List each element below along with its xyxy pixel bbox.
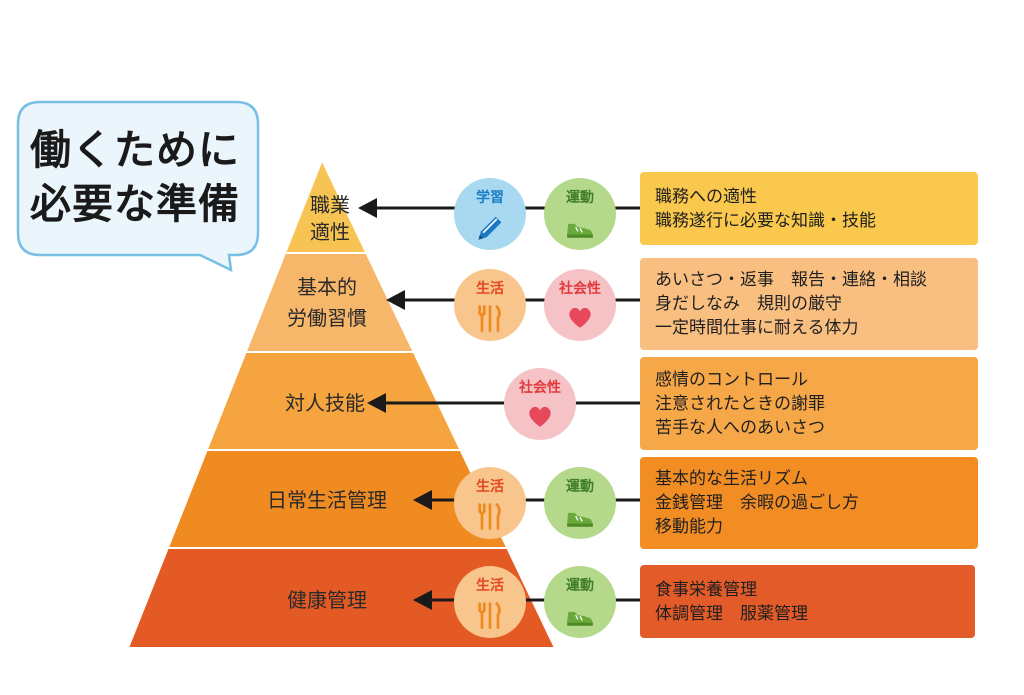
support-label: 生活 (476, 281, 504, 297)
box-line: 一定時間仕事に耐える体力 (655, 318, 859, 338)
support-daily-life: 生活 (454, 269, 526, 341)
description-box-2: あいさつ・返事 報告・連絡・相談 身だしなみ 規則の厳守 一定時間仕事に耐える体… (640, 258, 978, 350)
arrowhead (413, 590, 432, 610)
title-line-2: 必要な準備 (30, 180, 240, 228)
fork-knife-icon (478, 305, 501, 332)
pencil-icon (478, 216, 502, 240)
box-line: 感情のコントロール (655, 369, 808, 390)
arrowhead (413, 490, 432, 510)
box-line: 金銭管理 余暇の過ごし方 (655, 493, 859, 513)
pyramid (126, 157, 557, 649)
support-social: 社会性 (544, 269, 616, 341)
box-line: 体調管理 服薬管理 (655, 603, 808, 624)
support-exercise: 運動 (544, 178, 616, 250)
shoe-icon (567, 611, 593, 626)
description-box-1: 職務への適性 職務遂行に必要な知識・技能 (640, 172, 978, 245)
heart-icon (569, 307, 591, 328)
support-daily-life: 生活 (454, 566, 526, 638)
box-line: 移動能力 (655, 517, 723, 537)
level-label-line: 職業 (310, 193, 350, 217)
description-box-4: 基本的な生活リズム 金銭管理 余暇の過ごし方 移動能力 (640, 457, 978, 549)
box-line: 苦手な人へのあいさつ (655, 417, 825, 438)
box-line: 職務遂行に必要な知識・技能 (655, 210, 876, 231)
arrowhead (367, 393, 386, 413)
level-4-label: 日常生活管理 (247, 486, 407, 514)
level-label-line: 労働習慣 (287, 306, 367, 330)
title-line-1: 働くために (30, 126, 240, 174)
support-label: 学習 (476, 190, 504, 206)
fork-knife-icon (478, 503, 501, 530)
support-study: 学習 (454, 178, 526, 250)
support-label: 生活 (476, 578, 504, 594)
support-label: 運動 (566, 479, 594, 495)
box-line: 身だしなみ 規則の厳守 (655, 294, 842, 314)
shoe-icon (567, 512, 593, 527)
level-label-line: 健康管理 (287, 588, 367, 612)
box-line: 職務への適性 (655, 186, 757, 207)
level-label-line: 対人技能 (285, 391, 365, 415)
arrowhead (358, 198, 377, 218)
support-social: 社会性 (504, 368, 576, 440)
box-line: 基本的な生活リズム (655, 469, 808, 489)
level-1-label: 職業 適性 (250, 192, 410, 246)
arrowhead (386, 290, 405, 310)
page-title: 働くために 必要な準備 (30, 123, 250, 231)
shoe-icon (567, 223, 593, 238)
support-label: 生活 (476, 479, 504, 495)
box-line: あいさつ・返事 報告・連絡・相談 (655, 270, 927, 290)
support-exercise: 運動 (544, 467, 616, 539)
speech-bubble (16, 100, 260, 273)
box-line: 注意されたときの謝罪 (655, 393, 825, 414)
support-daily-life: 生活 (454, 467, 526, 539)
description-box-3: 感情のコントロール 注意されたときの謝罪 苦手な人へのあいさつ (640, 357, 978, 450)
support-exercise: 運動 (544, 566, 616, 638)
description-box-5: 食事栄養管理 体調管理 服薬管理 (640, 565, 975, 638)
level-3-label: 対人技能 (245, 389, 405, 417)
support-label: 運動 (566, 190, 594, 206)
support-label: 社会性 (559, 281, 601, 297)
box-line: 食事栄養管理 (655, 579, 757, 600)
level-label-line: 日常生活管理 (267, 488, 387, 512)
level-label-line: 適性 (310, 220, 350, 244)
heart-icon (529, 406, 551, 427)
level-2-label: 基本的 労働習慣 (247, 272, 407, 334)
fork-knife-icon (478, 602, 501, 629)
support-label: 社会性 (519, 380, 561, 396)
pyramid-level-5 (126, 547, 557, 649)
level-5-label: 健康管理 (247, 586, 407, 614)
level-label-line: 基本的 (297, 275, 357, 299)
support-label: 運動 (566, 578, 594, 594)
